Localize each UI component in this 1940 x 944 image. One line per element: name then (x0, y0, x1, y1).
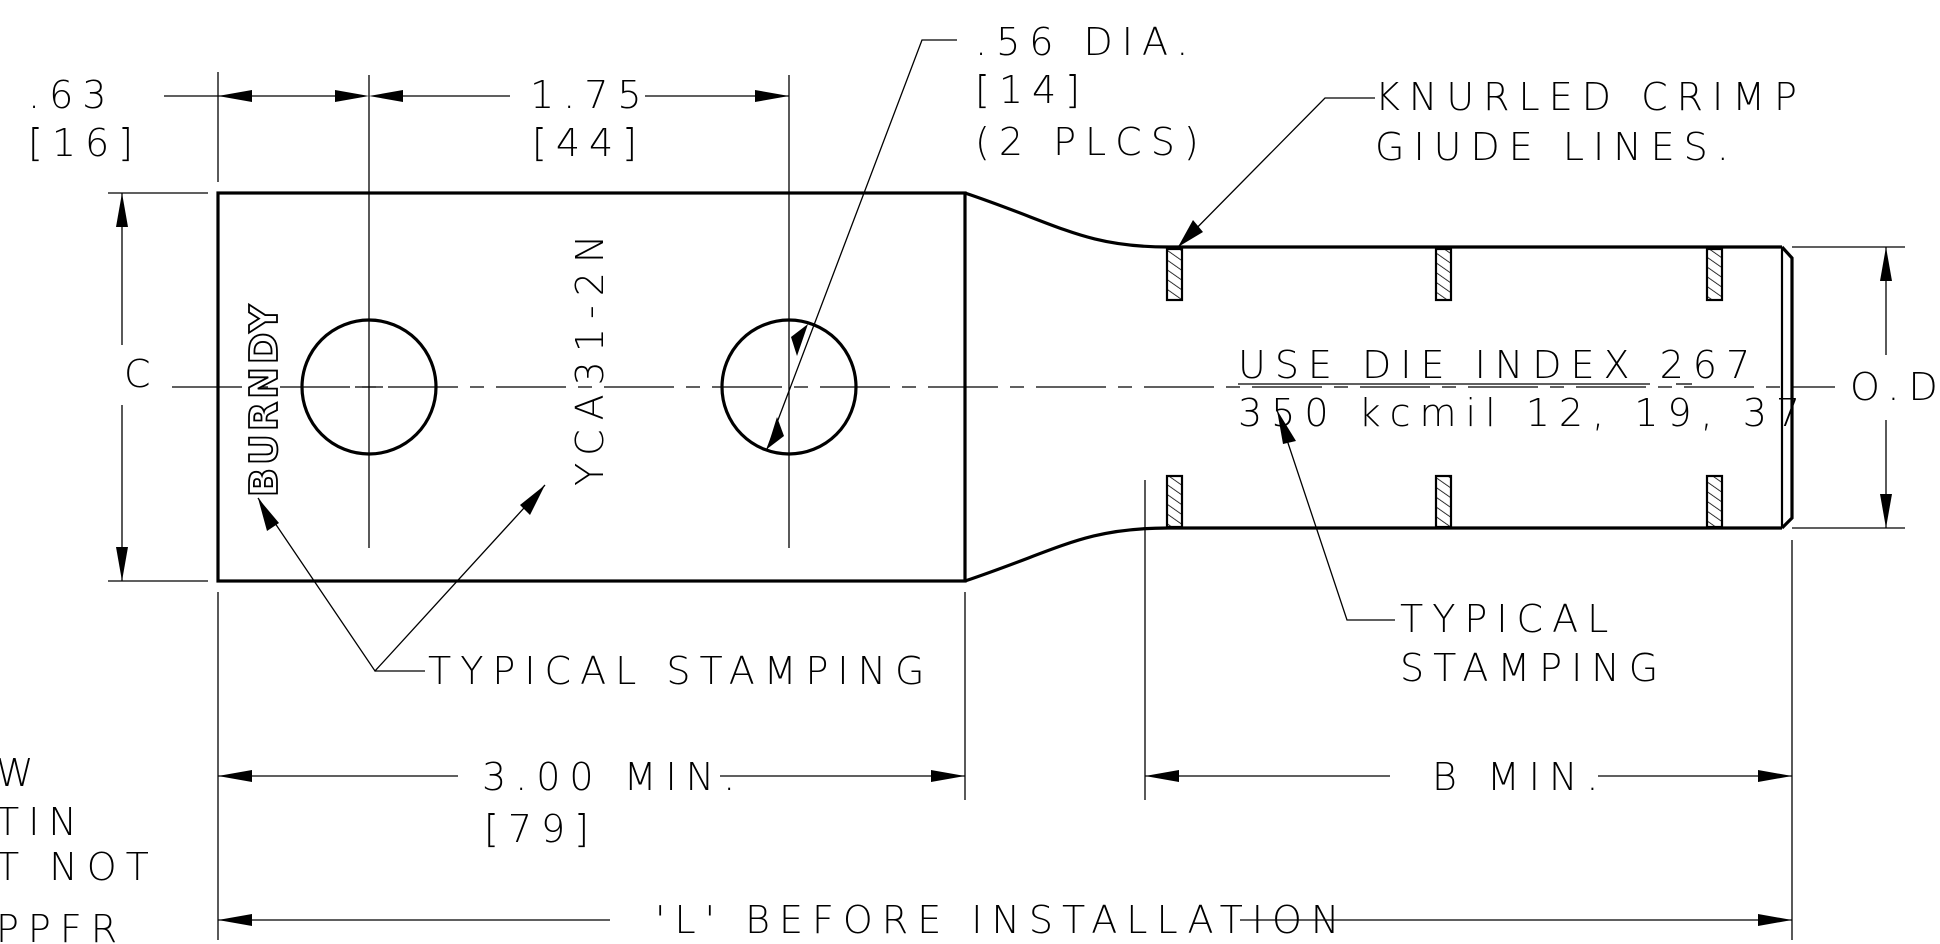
knurl-label-line2: GIUDE LINES. (1375, 125, 1738, 169)
dim-c-label: C (124, 352, 160, 396)
conductor-label: 350 kcmil 12, 19, 37 (1238, 391, 1809, 435)
side-note: PPFR (0, 907, 126, 944)
typical-stamping-right-label-2: STAMPING (1400, 646, 1667, 690)
typical-stamping-leader-left (257, 484, 546, 673)
side-note: T NOT (0, 845, 158, 889)
typical-stamping-left-label: TYPICAL STAMPING (428, 649, 933, 693)
side-note: W (0, 751, 43, 795)
dim-175-label: 1.75 (530, 73, 651, 117)
dim-63-mm-label: [16] (28, 121, 142, 165)
brand-stamp: BURNDY (242, 302, 286, 497)
dimension-od (1792, 246, 1905, 529)
dim-300-label: 3.00 MIN. (482, 755, 744, 799)
hole-dia-leader (766, 39, 957, 450)
dimension-c (108, 192, 208, 582)
knurl-label-line1: KNURLED CRIMP (1375, 75, 1806, 119)
side-note: TIN (0, 800, 86, 844)
knurl-leader (1177, 97, 1375, 248)
dimension-300 (218, 770, 965, 782)
bottom-extension-lines (217, 480, 1793, 940)
dim-l-label: 'L' BEFORE INSTALLATION (655, 898, 1348, 942)
dimension-l (218, 914, 1792, 926)
dim-175-mm-label: [44] (532, 121, 646, 165)
dim-63-label: .63 (28, 73, 115, 117)
dim-b-label: B MIN. (1432, 755, 1607, 799)
dimension-b (1145, 770, 1792, 782)
hole-dia-mm-label: [14] (975, 68, 1089, 112)
side-notes: W TIN T NOT PPFR (0, 751, 158, 944)
knurl-marks (1165, 247, 1724, 529)
hole-count-label: (2 PLCS) (975, 120, 1208, 164)
typical-stamping-leader-right (1276, 409, 1395, 621)
dim-od-label: O.D. (1850, 365, 1940, 409)
die-index-label: USE DIE INDEX 267 (1238, 343, 1759, 387)
typical-stamping-right-label-1: TYPICAL (1400, 597, 1617, 641)
part-number-stamp: YCA31-2N (568, 226, 612, 486)
dim-300-mm-label: [79] (484, 807, 598, 851)
dimension-top (164, 72, 789, 182)
hole-dia-label: .56 DIA. (975, 20, 1197, 64)
